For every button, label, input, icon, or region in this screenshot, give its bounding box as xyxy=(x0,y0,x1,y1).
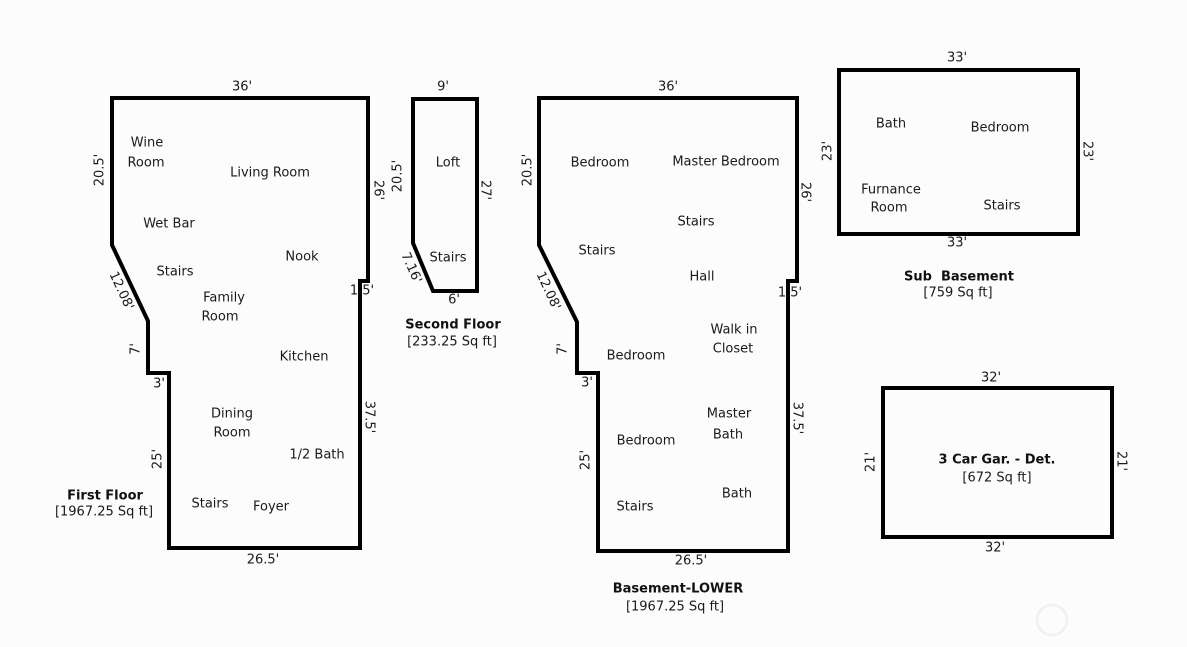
gar-dim-right: 21' xyxy=(1113,450,1129,472)
ff-room-wine-line1: Wine xyxy=(130,135,164,151)
sf-dim-left: 20.5' xyxy=(390,159,406,193)
sb-room-stairs: Stairs xyxy=(983,198,1021,214)
bl-room-walk-in-line1: Walk in xyxy=(710,322,758,338)
first-floor-outline xyxy=(110,96,370,550)
sb-room-bath: Bath xyxy=(875,116,907,132)
bl-room-master-bedroom: Master Bedroom xyxy=(672,154,780,170)
ff-room-stairs-upper: Stairs xyxy=(156,264,194,280)
second-floor-outline xyxy=(411,97,479,293)
ff-area: [1967.25 Sq ft] xyxy=(54,504,154,520)
bl-dim-top: 36' xyxy=(657,79,679,95)
sb-title: Sub Basement xyxy=(903,269,1015,285)
sb-dim-bottom: 33' xyxy=(946,235,968,251)
sb-dim-right: 23' xyxy=(1079,140,1095,162)
bl-room-hall: Hall xyxy=(689,269,715,285)
ff-dim-top: 36' xyxy=(231,79,253,95)
bl-title: Basement-LOWER xyxy=(612,581,744,597)
gar-dim-left: 21' xyxy=(863,451,879,473)
ff-dim-right-lower: 37.5' xyxy=(361,400,377,434)
bl-room-bedroom-lower: Bedroom xyxy=(616,433,676,449)
bl-room-bedroom-middle: Bedroom xyxy=(606,348,666,364)
ff-title: First Floor xyxy=(67,488,143,504)
ff-dim-right-upper: 26' xyxy=(370,179,386,201)
sub-basement-outline xyxy=(837,68,1080,236)
ff-room-stairs-lower: Stairs xyxy=(191,496,229,512)
ff-dim-jog-vertical: 7' xyxy=(128,343,144,355)
ff-dim-bottom: 26.5' xyxy=(246,552,280,568)
ff-room-foyer: Foyer xyxy=(252,499,290,515)
gar-title: 3 Car Gar. - Det. xyxy=(938,452,1056,468)
gar-area: [672 Sq ft] xyxy=(962,470,1032,486)
ff-room-family-line1: Family xyxy=(203,290,245,306)
ff-room-nook: Nook xyxy=(285,249,319,265)
ff-room-dining-line1: Dining xyxy=(211,406,253,422)
sf-dim-top: 9' xyxy=(437,79,449,95)
ff-dim-left-lower: 25' xyxy=(150,448,166,470)
bl-room-stairs-left: Stairs xyxy=(578,243,616,259)
sb-dim-top: 33' xyxy=(946,50,968,66)
ff-room-wet-bar: Wet Bar xyxy=(143,216,195,232)
bl-room-bath: Bath xyxy=(721,486,753,502)
sf-dim-bottom: 6' xyxy=(448,292,460,308)
bl-dim-left-upper: 20.5' xyxy=(520,153,536,187)
sb-room-furnace-line2: Room xyxy=(870,200,908,216)
bl-dim-left-lower: 25' xyxy=(578,449,594,471)
sb-room-furnace-line1: Furnance xyxy=(861,182,921,198)
ff-room-wine-line2: Room xyxy=(127,155,165,171)
sf-room-stairs: Stairs xyxy=(429,250,467,266)
sf-area: [233.25 Sq ft] xyxy=(407,334,497,350)
bl-dim-bottom: 26.5' xyxy=(674,553,708,569)
sf-room-loft: Loft xyxy=(435,155,461,171)
bl-room-stairs-upper: Stairs xyxy=(677,214,715,230)
ff-room-family-line2: Room xyxy=(201,309,239,325)
bl-dim-jog-horizontal: 3' xyxy=(581,375,593,391)
ff-room-dining-line2: Room xyxy=(213,425,251,441)
bl-dim-right-upper: 26' xyxy=(797,181,813,203)
bl-dim-right-lower: 37.5' xyxy=(789,401,805,435)
ff-room-half-bath: 1/2 Bath xyxy=(289,447,345,463)
bl-room-bedroom-upper: Bedroom xyxy=(570,155,630,171)
sf-dim-right: 27' xyxy=(477,179,493,201)
ff-dim-jog-horizontal: 3' xyxy=(153,376,165,392)
bl-area: [1967.25 Sq ft] xyxy=(625,599,725,615)
ff-dim-notch: 1.5' xyxy=(349,283,375,299)
bl-room-walk-in-line2: Closet xyxy=(712,341,754,357)
bl-dim-notch: 1.5' xyxy=(777,285,803,301)
gar-dim-top: 32' xyxy=(980,370,1002,386)
ff-dim-left-upper: 20.5' xyxy=(92,153,108,187)
ff-room-living: Living Room xyxy=(230,165,310,181)
sb-dim-left: 23' xyxy=(820,140,836,162)
sb-room-bedroom: Bedroom xyxy=(970,120,1030,136)
gar-dim-bottom: 32' xyxy=(984,540,1006,556)
sb-area: [759 Sq ft] xyxy=(923,285,993,301)
bl-room-master-bath-line2: Bath xyxy=(712,427,744,443)
bl-dim-jog-vertical: 7' xyxy=(555,343,571,355)
sf-title: Second Floor xyxy=(405,317,501,333)
watermark-circle xyxy=(1035,603,1069,637)
bl-room-stairs-lower: Stairs xyxy=(616,499,654,515)
basement-outline xyxy=(537,96,799,553)
bl-room-master-bath-line1: Master xyxy=(706,406,752,422)
garage-outline xyxy=(881,386,1114,539)
ff-room-kitchen: Kitchen xyxy=(279,349,329,365)
